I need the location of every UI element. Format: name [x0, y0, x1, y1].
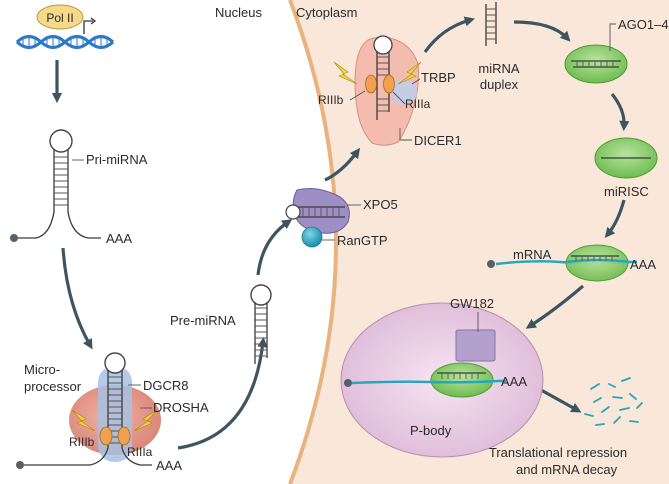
- pre-mirna-hairpin: [250, 284, 272, 364]
- cap-dot-icon: [344, 379, 352, 387]
- arrow-to-decay: [540, 388, 582, 413]
- arrow-to-ago: [513, 20, 571, 42]
- arrow-to-mirisc: [610, 92, 630, 132]
- aaa-pbody-label: AAA: [501, 374, 527, 389]
- degraded-mrna-fragments: [584, 377, 643, 426]
- mirna-duplex-label-line1: miRNA: [478, 61, 519, 76]
- ago-protein: [564, 44, 628, 84]
- dna-double-helix: [15, 34, 115, 50]
- rnase-iii-a-domain: [117, 426, 131, 446]
- pre-mirna-label: Pre-miRNA: [170, 313, 236, 328]
- dicer1-leader: [399, 128, 412, 141]
- dgcr8-label: DGCR8: [143, 378, 189, 393]
- riiib-micro-label: RIIIb: [69, 435, 95, 449]
- dicer1-complex: [354, 35, 419, 146]
- arrow-to-export: [256, 219, 293, 276]
- nucleus-label: Nucleus: [215, 5, 262, 20]
- mirisc-label: miRISC: [604, 184, 649, 199]
- lightning-bolt-icon: [397, 61, 422, 85]
- xpo5-label: XPO5: [363, 197, 398, 212]
- microprocessor-complex: [16, 352, 161, 469]
- mirna-duplex-label-line2: duplex: [480, 77, 519, 92]
- aaa-mrna-label: AAA: [630, 257, 656, 272]
- cytoplasm-label: Cytoplasm: [296, 5, 357, 20]
- trbp-label: TRBP: [421, 70, 456, 85]
- pri-mirna-label: Pri-miRNA: [86, 152, 148, 167]
- pri-mirna-transcript: [10, 129, 101, 242]
- transcription-start-arrow-icon: [83, 17, 97, 34]
- aaa-micro-label: AAA: [156, 458, 182, 473]
- arrow-to-microprocessor: [61, 247, 93, 350]
- dicer1-label: DICER1: [414, 133, 462, 148]
- lightning-bolt-icon: [71, 409, 96, 432]
- arrow-to-dicer: [324, 147, 361, 182]
- microprocessor-label-line2: processor: [24, 379, 82, 394]
- pol-ii-enzyme: [36, 4, 84, 30]
- mrna-ago-complex: [565, 244, 631, 282]
- rnase-iii-b-domain: [99, 426, 113, 446]
- rangtp-label: RanGTP: [337, 233, 388, 248]
- drosha-label: DROSHA: [153, 400, 209, 415]
- gw182-label: GW182: [450, 296, 494, 311]
- pbody-mrna-complex: [344, 362, 506, 398]
- lightning-bolt-icon: [333, 61, 358, 85]
- riiib-dicer-leader: [349, 90, 366, 101]
- cap-dot-icon: [487, 260, 495, 268]
- rangtp-protein: [301, 226, 323, 248]
- riiia-dicer-label: RIIIa: [405, 97, 431, 111]
- outcome-label-line2: and mRNA decay: [516, 462, 618, 477]
- cap-dot-icon: [16, 461, 24, 469]
- cap-dot-icon: [10, 234, 18, 242]
- microprocessor-label-line1: Micro-: [24, 362, 60, 377]
- lightning-bolt-icon: [133, 409, 158, 432]
- arrow-to-p-body: [525, 284, 585, 329]
- outcome-label-line1: Translational repression: [489, 445, 627, 460]
- trbp-protein: [391, 79, 417, 105]
- arrow-to-pre-mirna: [177, 336, 268, 450]
- mirna-duplex: [485, 2, 497, 46]
- xpo5-exportin: [285, 188, 350, 234]
- arrow-to-duplex: [423, 16, 475, 53]
- arrow-to-target: [604, 199, 626, 238]
- pol-ii-label: Pol II: [46, 11, 73, 25]
- p-body-label: P-body: [410, 423, 452, 438]
- gw182-protein: [455, 329, 496, 362]
- nuclear-envelope: [288, 0, 338, 484]
- ago-leader: [609, 23, 616, 51]
- ago-label: AGO1–4: [618, 17, 669, 32]
- riiia-micro-label: RIIIa: [127, 445, 153, 459]
- mirisc-complex: [594, 137, 658, 179]
- trbp-leader: [411, 78, 421, 85]
- aaa-pri-label: AAA: [106, 231, 132, 246]
- riiib-dicer-label: RIIIb: [318, 93, 344, 107]
- riiia-dicer-leader: [392, 91, 406, 105]
- mrna-label: mRNA: [513, 247, 552, 262]
